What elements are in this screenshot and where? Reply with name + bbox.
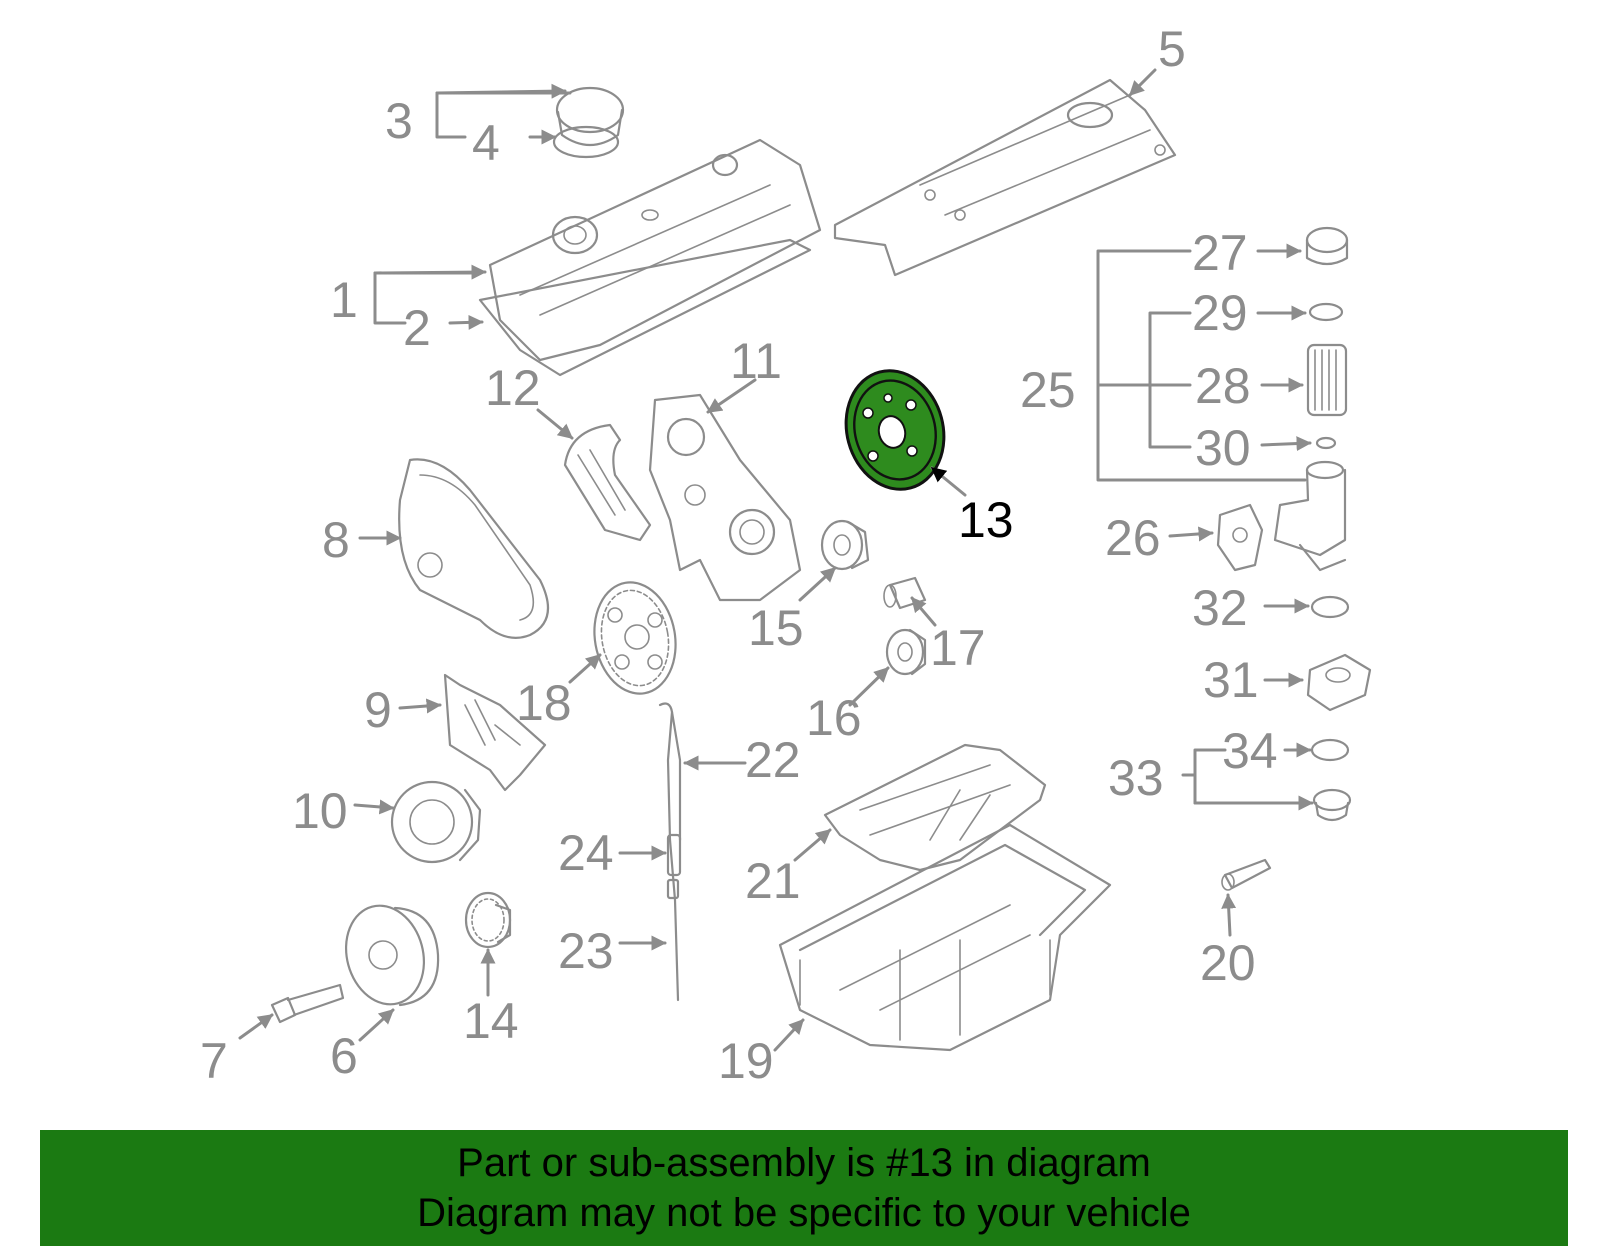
- callout-3: 3: [385, 93, 413, 149]
- engine-cover-part: [833, 78, 1177, 277]
- banner-line-part-number: Part or sub-assembly is #13 in diagram: [457, 1141, 1151, 1185]
- callout-25: 25: [1020, 362, 1076, 418]
- callout-31: 31: [1203, 652, 1259, 708]
- callout-21: 21: [745, 853, 801, 909]
- timing-cover-part: [398, 458, 550, 639]
- callout-23: 23: [558, 923, 614, 979]
- leader-lines: [238, 68, 1314, 1052]
- callout-20: 20: [1200, 935, 1256, 991]
- tensioner-pulley-part: [885, 628, 927, 676]
- drain-plug-part: [1312, 788, 1352, 822]
- callout-30: 30: [1195, 420, 1251, 476]
- oil-filter-housing-part: [1273, 226, 1349, 572]
- callout-26: 26: [1105, 510, 1161, 566]
- callout-1: 1: [330, 272, 358, 328]
- timing-cover-housing-part: [648, 393, 802, 602]
- highlighted-gear-part: [844, 369, 946, 491]
- callout-12: 12: [485, 360, 541, 416]
- callout-4: 4: [472, 115, 500, 171]
- o-ring-32-part: [1310, 595, 1350, 619]
- callout-16: 16: [806, 690, 862, 746]
- callout-5: 5: [1158, 21, 1186, 77]
- callout-22: 22: [745, 732, 801, 788]
- oil-filler-cap-part: [552, 86, 625, 159]
- callout-7: 7: [200, 1033, 228, 1089]
- callout-17: 17: [930, 620, 986, 676]
- callout-15: 15: [748, 600, 804, 656]
- bolt-part: [270, 983, 345, 1024]
- callout-34: 34: [1222, 723, 1278, 779]
- banner-line-disclaimer: Diagram may not be specific to your vehi…: [417, 1191, 1191, 1235]
- o-ring-34-part: [1310, 738, 1350, 762]
- callout-27: 27: [1192, 225, 1248, 281]
- callout-24: 24: [558, 825, 614, 881]
- bushing-part: [883, 576, 927, 610]
- dipstick-part: [658, 702, 682, 1002]
- callout-18: 18: [516, 675, 572, 731]
- callout-33: 33: [1108, 750, 1164, 806]
- info-banner: Part or sub-assembly is #13 in diagram D…: [40, 1130, 1568, 1246]
- sensor-part: [1221, 858, 1272, 891]
- callout-19: 19: [718, 1033, 774, 1089]
- bracket-part: [443, 673, 547, 792]
- crankshaft-sprocket-part: [593, 581, 677, 695]
- callout-29: 29: [1192, 285, 1248, 341]
- valve-cover-part: [478, 138, 822, 377]
- oil-pan-part: [778, 823, 1112, 1052]
- filter-housing-gasket-part: [1216, 503, 1264, 572]
- callout-8: 8: [322, 512, 350, 568]
- oil-baffle-part: [823, 743, 1047, 872]
- seal-flange-part: [390, 780, 482, 864]
- callout-32: 32: [1192, 580, 1248, 636]
- crankshaft-pulley-part: [344, 904, 440, 1007]
- callout-9: 9: [364, 682, 392, 738]
- callout-13: 13: [958, 492, 1014, 548]
- callout-28: 28: [1195, 358, 1251, 414]
- small-sprocket-part: [464, 891, 512, 949]
- chain-guide-part: [563, 423, 652, 542]
- idler-pulley-part: [820, 519, 870, 571]
- callout-2: 2: [403, 300, 431, 356]
- oil-cooler-part: [1306, 653, 1372, 712]
- callout-11: 11: [730, 333, 782, 389]
- callout-10: 10: [292, 783, 348, 839]
- callout-14: 14: [463, 993, 519, 1049]
- callout-6: 6: [330, 1028, 358, 1084]
- parts-diagram: 1 2 3 4 5 6 7 8 9 10 11 12 13 14 15 16 1…: [200, 21, 1372, 1089]
